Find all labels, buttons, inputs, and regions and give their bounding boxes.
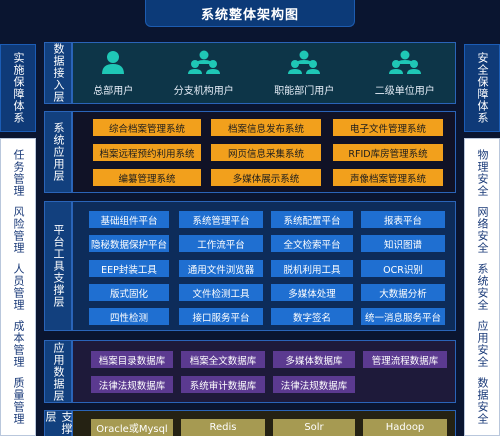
tool-button[interactable]: 知识图谱: [361, 235, 445, 252]
left-panel-item: 任务管理: [12, 149, 25, 198]
diagram-title: 系统整体架构图: [145, 0, 355, 27]
left-panel-item: 成本管理: [12, 319, 25, 368]
layer-label: 支撑层: [44, 410, 73, 436]
tool-button[interactable]: 通用文件浏览器: [179, 260, 263, 277]
database-button[interactable]: 档案目录数据库: [91, 351, 173, 368]
user-item: 二级单位用户: [375, 49, 435, 97]
app-system-button[interactable]: 网页信息采集系统: [211, 144, 321, 161]
layer-label: 应用数据层: [44, 340, 72, 403]
user-item: 总部用户: [93, 49, 133, 97]
user-group: 总部用户 分支机构用户 职能部门用户: [72, 42, 456, 104]
support-grid: Oracle或Mysql Redis Solr Hadoop: [72, 410, 456, 436]
database-button[interactable]: 系统审计数据库: [181, 376, 265, 393]
user-label: 二级单位用户: [374, 86, 435, 97]
database-button[interactable]: 法律法规数据库: [91, 376, 173, 393]
tool-button[interactable]: 接口服务平台: [179, 308, 263, 325]
layer-label: 系统应用层: [44, 111, 72, 193]
right-panel-items: 物理安全 网络安全 系统安全 应用安全 数据安全: [464, 138, 500, 436]
right-panel-item: 网络安全: [476, 206, 489, 255]
system-application-layer: 系统应用层 综合档案管理系统 档案信息发布系统 电子文件管理系统 档案远程预约利…: [44, 111, 456, 193]
user-label: 分支机构用户: [173, 86, 234, 97]
app-system-button[interactable]: 档案远程预约利用系统: [93, 144, 201, 161]
group-icon: [288, 50, 321, 74]
left-panel-title: 实施保障体系: [0, 44, 36, 132]
app-system-button[interactable]: 声像档案管理系统: [333, 169, 443, 186]
right-panel-item: 系统安全: [476, 262, 489, 311]
tool-button[interactable]: 四性检测: [89, 308, 169, 325]
tool-button[interactable]: OCR识别: [361, 260, 445, 277]
right-panel-item: 数据安全: [476, 376, 489, 425]
tool-button[interactable]: 系统配置平台: [271, 211, 353, 228]
database-button[interactable]: 多媒体数据库: [273, 351, 355, 368]
tool-button[interactable]: 统一消息服务平台: [361, 308, 445, 325]
tool-button[interactable]: 数字签名: [271, 308, 353, 325]
user-item: 职能部门用户: [274, 49, 334, 97]
support-layer: 支撑层 Oracle或Mysql Redis Solr Hadoop: [44, 410, 456, 436]
database-button[interactable]: 管理流程数据库: [363, 351, 447, 368]
tool-button[interactable]: 大数据分析: [361, 284, 445, 301]
database-button[interactable]: 档案全文数据库: [181, 351, 265, 368]
tool-button[interactable]: 多媒体处理: [271, 284, 353, 301]
group-icon: [388, 50, 421, 74]
left-panel-item: 人员管理: [12, 262, 25, 311]
user-item: 分支机构用户: [174, 49, 234, 97]
layer-label: 平台工具支撑层: [44, 201, 72, 331]
tech-button[interactable]: Hadoop: [363, 419, 447, 436]
group-icon: [187, 50, 220, 74]
right-panel-item: 应用安全: [476, 319, 489, 368]
app-system-button[interactable]: RFID库房管理系统: [333, 144, 443, 161]
tool-button[interactable]: 工作流平台: [179, 235, 263, 252]
left-panel-item: 风险管理: [12, 206, 25, 255]
tool-grid: 基础组件平台 系统管理平台 系统配置平台 报表平台 隐秘数据保护平台 工作流平台…: [72, 201, 456, 331]
tool-button[interactable]: 基础组件平台: [89, 211, 169, 228]
app-grid: 综合档案管理系统 档案信息发布系统 电子文件管理系统 档案远程预约利用系统 网页…: [72, 111, 456, 193]
tech-button[interactable]: Redis: [181, 419, 265, 436]
platform-tools-layer: 平台工具支撑层 基础组件平台 系统管理平台 系统配置平台 报表平台 隐秘数据保护…: [44, 201, 456, 331]
app-system-button[interactable]: 综合档案管理系统: [93, 119, 201, 136]
user-label: 总部用户: [93, 86, 134, 97]
user-label: 职能部门用户: [274, 86, 335, 97]
data-access-layer: 数据接入层 总部用户 分支机构用户: [44, 42, 456, 104]
left-panel-item: 质量管理: [12, 376, 25, 425]
app-system-button[interactable]: 编纂管理系统: [93, 169, 201, 186]
right-panel-item: 物理安全: [476, 149, 489, 198]
layer-label: 数据接入层: [44, 42, 72, 104]
tool-button[interactable]: 脱机利用工具: [271, 260, 353, 277]
tool-button[interactable]: 全文检索平台: [271, 235, 353, 252]
tech-button[interactable]: Solr: [273, 419, 355, 436]
data-grid: 档案目录数据库 档案全文数据库 多媒体数据库 管理流程数据库 法律法规数据库 系…: [72, 340, 456, 403]
app-system-button[interactable]: 电子文件管理系统: [333, 119, 443, 136]
right-panel-title: 安全保障体系: [464, 44, 500, 132]
person-icon: [102, 51, 125, 74]
tech-button[interactable]: Oracle或Mysql: [91, 419, 173, 436]
tool-button[interactable]: EEP封装工具: [89, 260, 169, 277]
tool-button[interactable]: 系统管理平台: [179, 211, 263, 228]
app-system-button[interactable]: 档案信息发布系统: [211, 119, 321, 136]
tool-button[interactable]: 版式固化: [89, 284, 169, 301]
left-panel-items: 任务管理 风险管理 人员管理 成本管理 质量管理: [0, 138, 36, 436]
tool-button[interactable]: 报表平台: [361, 211, 445, 228]
database-button[interactable]: 法律法规数据库: [273, 376, 355, 393]
app-system-button[interactable]: 多媒体展示系统: [211, 169, 321, 186]
tool-button[interactable]: 隐秘数据保护平台: [89, 235, 169, 252]
tool-button[interactable]: 文件检测工具: [179, 284, 263, 301]
application-data-layer: 应用数据层 档案目录数据库 档案全文数据库 多媒体数据库 管理流程数据库 法律法…: [44, 340, 456, 403]
